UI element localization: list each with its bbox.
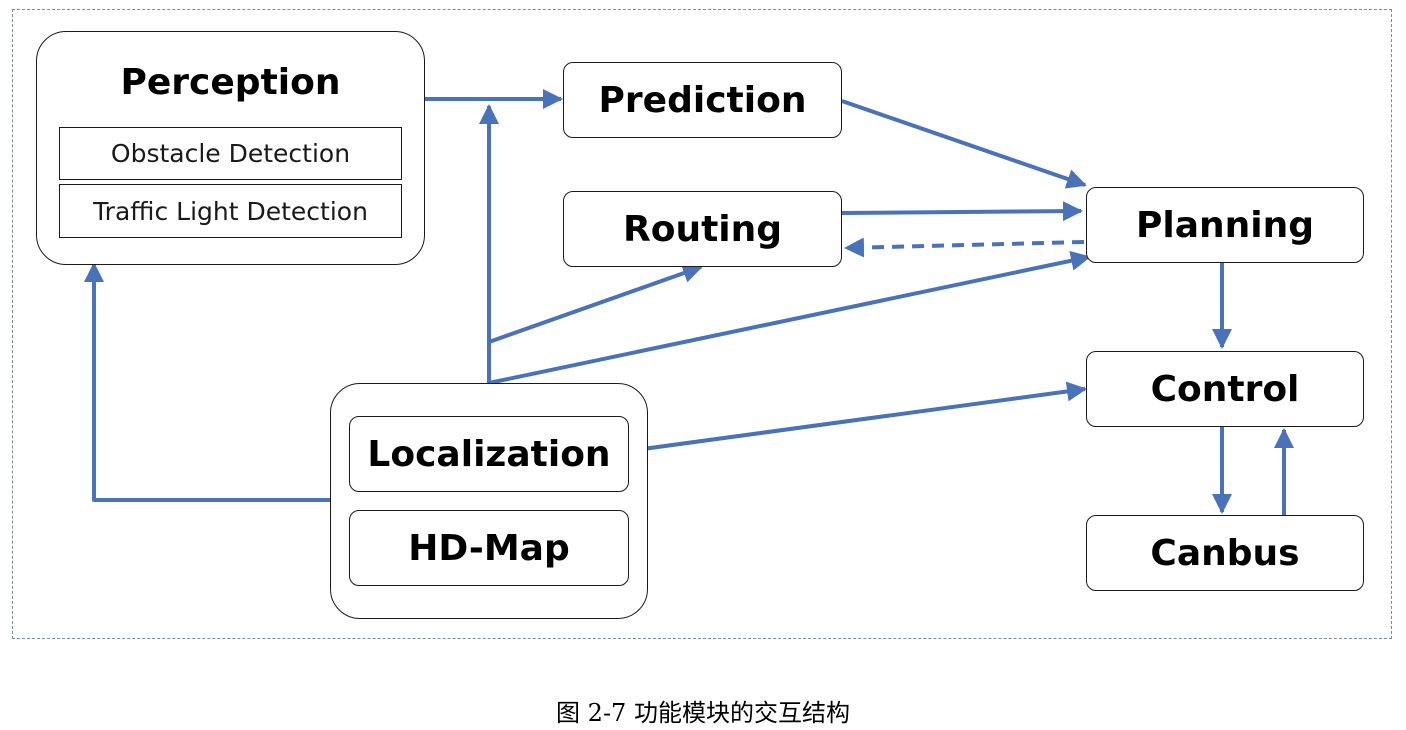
canbus-node: Canbus (1086, 515, 1364, 591)
dashed-frame (12, 9, 1392, 639)
edge-localization-to-routing (488, 263, 703, 344)
prediction-node: Prediction (563, 62, 842, 138)
edge-prediction-to-planning (841, 99, 1087, 189)
perception-title: Perception (120, 62, 341, 103)
traffic-light-detection-box: Traffic Light Detection (59, 184, 402, 238)
perception-group: Perception Obstacle Detection Traffic Li… (36, 31, 425, 265)
localization-node: Localization (349, 416, 629, 492)
edge-localization-to-planning (488, 250, 1091, 385)
hd-map-node: HD-Map (349, 510, 629, 586)
localization-hdmap-group: Localization HD-Map (330, 383, 648, 619)
control-node: Control (1086, 351, 1364, 427)
edge-localization-to-perception (84, 262, 330, 502)
routing-node: Routing (563, 191, 842, 267)
planning-node: Planning (1086, 187, 1364, 263)
obstacle-detection-box: Obstacle Detection (59, 127, 402, 180)
edge-localization-to-control (627, 381, 1087, 453)
edge-routing-to-planning (841, 201, 1083, 222)
figure-caption: 图 2-7 功能模块的交互结构 (556, 699, 850, 727)
edge-planning-to-routing (844, 237, 1085, 258)
